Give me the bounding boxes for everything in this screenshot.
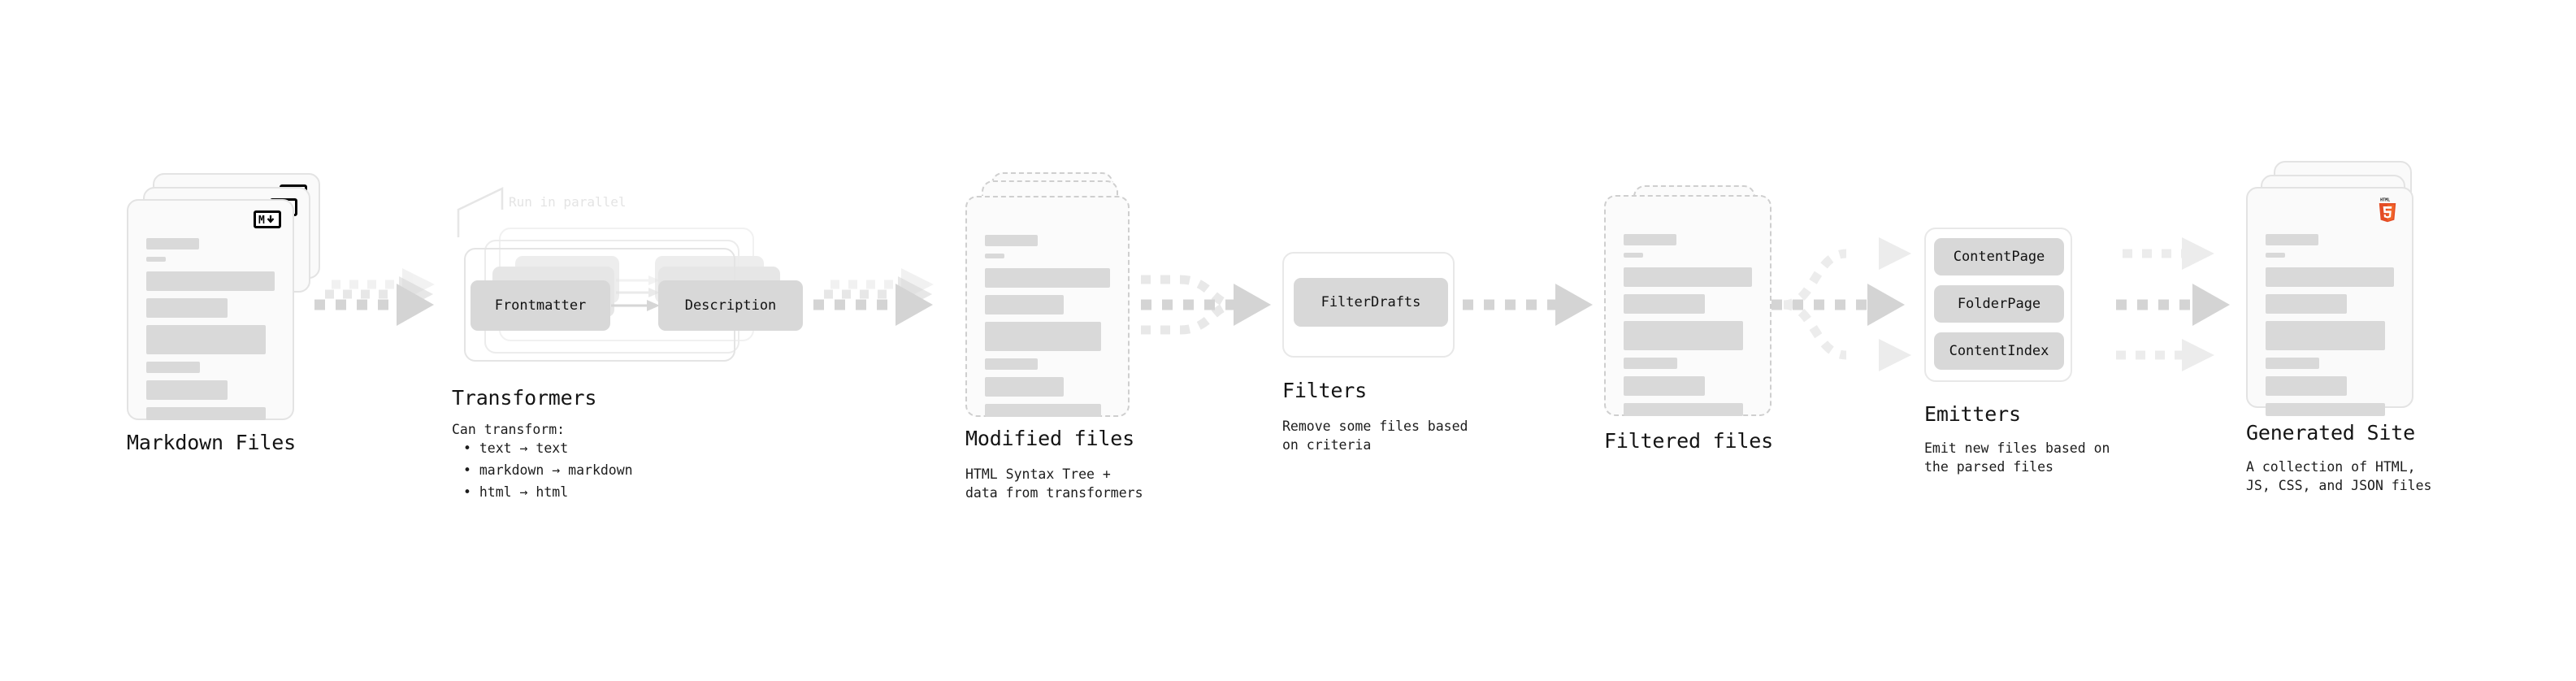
arrow-emitters-to-site [2116, 237, 2230, 371]
transformers-subtitle: Can transform: [452, 422, 566, 437]
arrow-transformers-to-modified [813, 268, 934, 326]
generated-site-title: Generated Site [2246, 421, 2415, 445]
emitter-pill-label: FolderPage [1957, 296, 2041, 312]
emitter-pill-label: ContentIndex [1949, 343, 2049, 359]
arrow-markdown-to-transformers [314, 268, 435, 326]
filter-pill-filterdrafts[interactable]: FilterDrafts [1294, 278, 1448, 327]
arrow-filters-to-filtered [1463, 284, 1593, 326]
filters-subtitle: Remove some files based on criteria [1282, 419, 1468, 453]
emitter-pill-contentpage[interactable]: ContentPage [1934, 238, 2064, 275]
run-in-parallel-bracket [457, 187, 504, 237]
arrow-modified-to-filters [1141, 275, 1271, 335]
transformer-pill-label: Description [684, 297, 777, 314]
filters-title: Filters [1282, 379, 1367, 402]
emitter-pill-folderpage[interactable]: FolderPage [1934, 285, 2064, 323]
doc-placeholder-lines [985, 235, 1110, 424]
emitters-group[interactable] [1924, 228, 2072, 382]
html5-icon: HTML [2376, 197, 2399, 226]
markdown-files-title: Markdown Files [127, 431, 296, 454]
modified-files-subtitle: HTML Syntax Tree + data from transformer… [965, 466, 1143, 501]
markdown-file-card-front: M [127, 199, 294, 420]
modified-files-title: Modified files [965, 427, 1134, 450]
transformer-pill-description[interactable]: Description [658, 280, 803, 331]
emitter-pill-contentindex[interactable]: ContentIndex [1934, 332, 2064, 370]
transformers-bullet-2: • html → html [463, 484, 569, 500]
transformer-pill-frontmatter[interactable]: Frontmatter [471, 280, 610, 331]
generated-site-subtitle: A collection of HTML, JS, CSS, and JSON … [2246, 459, 2432, 493]
run-in-parallel-label: Run in parallel [509, 194, 627, 210]
filters-group[interactable] [1282, 252, 1455, 358]
transformers-title: Transformers [452, 386, 597, 410]
transformers-bullet-0: • text → text [463, 440, 569, 456]
doc-placeholder-lines [2266, 234, 2394, 423]
doc-placeholder-lines [146, 238, 275, 427]
svg-text:M: M [258, 215, 265, 225]
doc-placeholder-lines [1624, 234, 1752, 423]
emitters-title: Emitters [1924, 402, 2021, 426]
svg-text:HTML: HTML [2380, 197, 2390, 202]
transformers-bullet-1: • markdown → markdown [463, 462, 633, 478]
arrow-filtered-to-emitters [1772, 237, 1911, 371]
emitters-subtitle: Emit new files based on the parsed files [1924, 440, 2110, 475]
generated-site-card-html: HTML [2246, 187, 2413, 416]
markdown-icon: M [254, 210, 281, 228]
modified-file-card-front [965, 196, 1130, 417]
filtered-files-title: Filtered files [1604, 429, 1773, 453]
transformer-pill-label: Frontmatter [494, 297, 587, 314]
filtered-file-card-front [1604, 195, 1772, 416]
emitter-pill-label: ContentPage [1953, 249, 2045, 265]
filter-pill-label: FilterDrafts [1321, 294, 1421, 310]
